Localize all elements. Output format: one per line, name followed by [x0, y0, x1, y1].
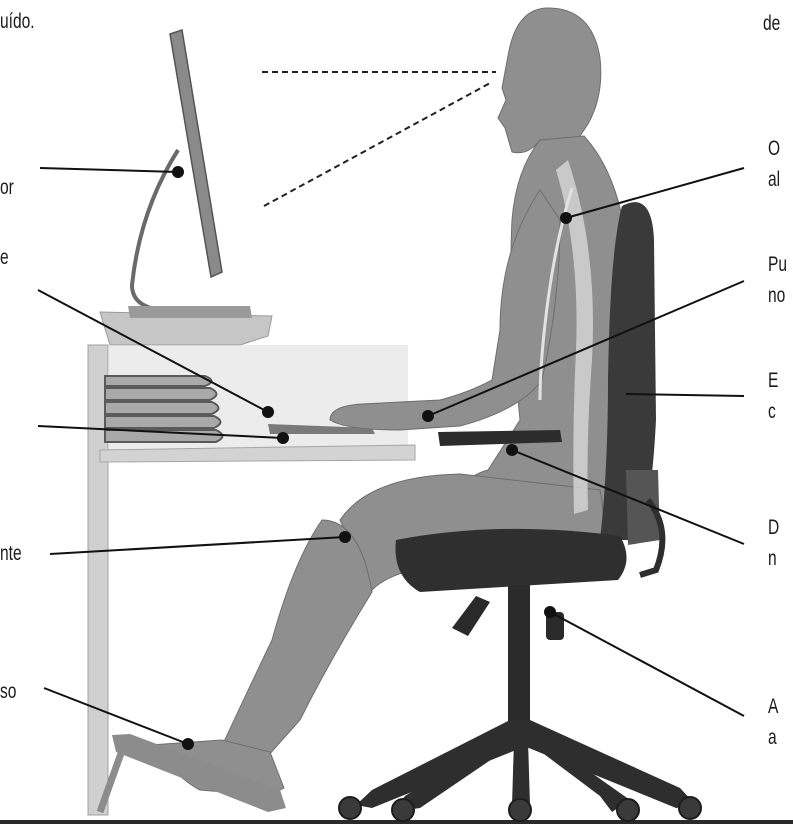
caption-left-4: so — [0, 676, 16, 707]
dot-wrist — [422, 410, 434, 422]
dot-chair-height — [544, 606, 556, 618]
dot-keyboard — [262, 406, 274, 418]
caption-left-2: e — [0, 242, 9, 273]
caption-right-3: E c — [768, 365, 778, 427]
dot-knee — [339, 531, 351, 543]
caption-top-right: de — [763, 8, 780, 39]
caption-right-1: O al — [768, 133, 780, 195]
sightline-diagonal — [264, 82, 492, 206]
caption-right-4: D n — [768, 512, 779, 574]
caption-right-5: A a — [768, 691, 778, 753]
dot-monitor — [172, 166, 184, 178]
leader-monitor — [40, 168, 178, 172]
dot-spine — [560, 212, 572, 224]
caption-left-1: or — [0, 172, 14, 203]
caption-left-3: nte — [0, 538, 22, 569]
dot-mouse — [277, 432, 289, 444]
chair-casters — [339, 797, 701, 821]
dot-thigh — [506, 444, 518, 456]
caption-right-2: Pu no — [768, 249, 787, 311]
dot-foot — [182, 738, 194, 750]
caption-top-left: uído. — [0, 6, 35, 37]
floor-line — [0, 820, 793, 824]
leader-chair-height — [550, 612, 744, 716]
monitor — [128, 30, 252, 318]
